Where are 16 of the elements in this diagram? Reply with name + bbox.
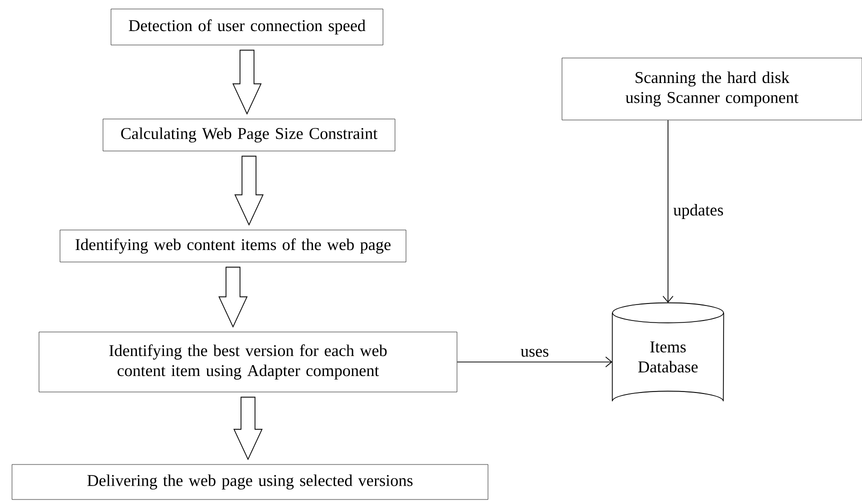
arrow <box>662 120 674 303</box>
block-arrow <box>233 396 263 460</box>
arrow <box>456 356 612 368</box>
process-box: Identifying the best version for each web content item using Adapter component <box>38 332 458 392</box>
database-cylinder: Items Database <box>612 302 724 402</box>
process-box: Delivering the web page using selected versions <box>12 464 488 500</box>
process-box: Detection of user connection speed <box>110 8 384 46</box>
process-box: Scanning the hard disk using Scanner component <box>562 58 862 120</box>
process-box: Calculating Web Page Size Constraint <box>102 118 396 152</box>
block-arrow <box>218 266 248 328</box>
edge-label: uses <box>520 348 550 358</box>
block-arrow <box>234 156 264 226</box>
block-arrow <box>232 50 262 115</box>
edge-label: updates <box>672 203 725 220</box>
process-box: Identifying web content items of the web page <box>60 230 406 262</box>
node-label: Items Database <box>638 342 698 372</box>
